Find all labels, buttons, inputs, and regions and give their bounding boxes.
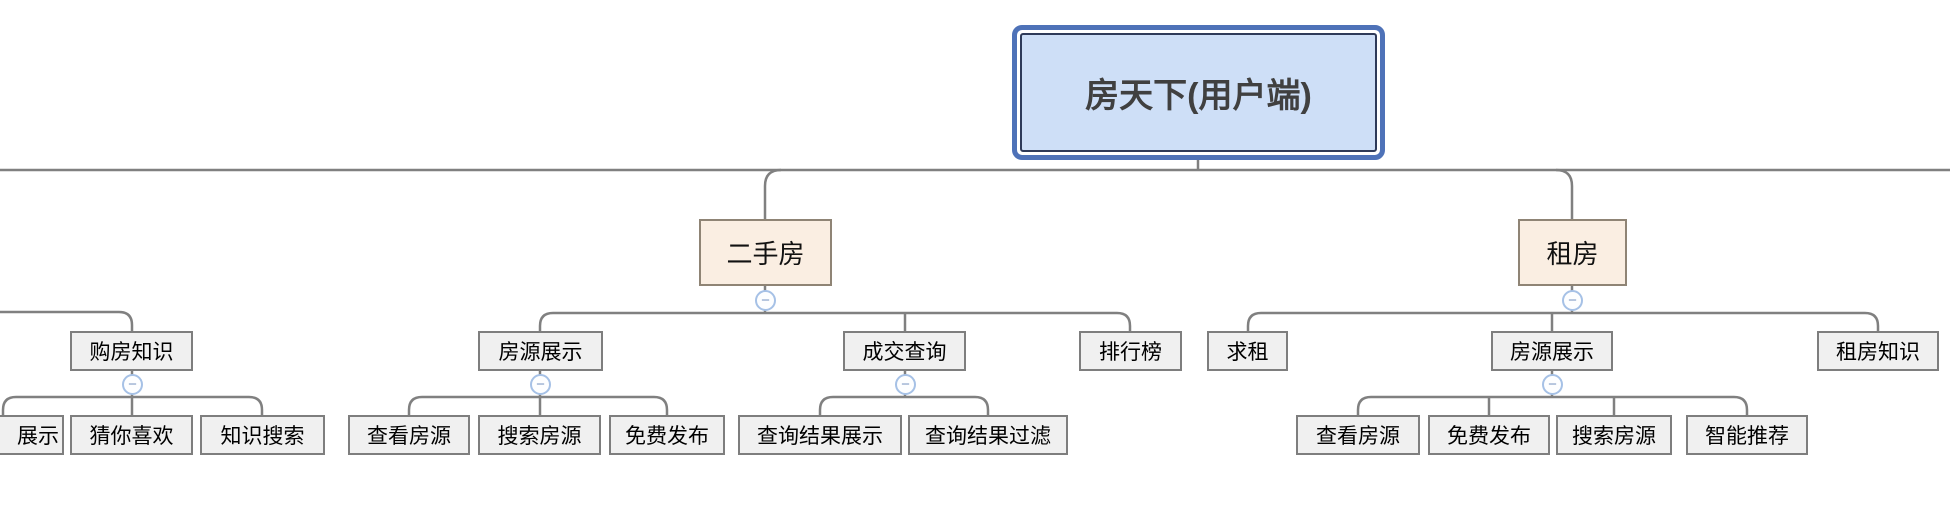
node-sousuofangyuan-ershoufang[interactable]: 搜索房源 (478, 415, 601, 455)
node-zufangzhishi-label: 租房知识 (1836, 341, 1920, 364)
node-ershoufang-label: 二手房 (726, 239, 805, 269)
node-mianfeifabu-ershoufang[interactable]: 免费发布 (609, 415, 725, 455)
node-zhanshi-clipped[interactable]: 展示 (0, 415, 64, 455)
node-chengjiaochaxun[interactable]: 成交查询 (843, 331, 966, 371)
node-sousuofangyuan-zufang-label: 搜索房源 (1572, 425, 1656, 448)
collapse-minus-icon-fangyuanzhanshi-zufang[interactable]: − (1542, 374, 1563, 395)
connector-ershoufang-drop (763, 168, 782, 219)
node-zufangzhishi[interactable]: 租房知识 (1817, 331, 1939, 371)
node-cainixihuan[interactable]: 猜你喜欢 (70, 415, 193, 455)
node-fangyuanzhanshi-ershoufang[interactable]: 房源展示 (478, 331, 603, 371)
connector-fyzs-esf-children-bus (407, 395, 669, 415)
node-ershoufang[interactable]: 二手房 (699, 219, 832, 286)
node-goufangzhishi-label: 购房知识 (89, 341, 174, 364)
node-chaxunjieguozhanshi[interactable]: 查询结果展示 (738, 415, 902, 455)
node-chakanfangyuan-zufang[interactable]: 查看房源 (1296, 415, 1420, 455)
collapse-minus-icon-zufang[interactable]: − (1562, 290, 1583, 311)
connector-goufangzhishi-bus (0, 310, 134, 331)
node-chaxunjieguozhanshi-label: 查询结果展示 (757, 425, 883, 448)
node-zufang[interactable]: 租房 (1518, 219, 1627, 286)
node-sousuofangyuan-zufang[interactable]: 搜索房源 (1556, 415, 1672, 455)
collapse-minus-icon-fangyuanzhanshi-ershoufang[interactable]: − (530, 374, 551, 395)
root-node-label: 房天下(用户端) (1020, 33, 1377, 152)
node-chakanfangyuan-ershoufang[interactable]: 查看房源 (348, 415, 470, 455)
node-fangyuanzhanshi-ershoufang-label: 房源展示 (498, 341, 583, 364)
node-zhanshi-clipped-label: 展示 (17, 425, 59, 448)
node-mianfeifabu-zufang[interactable]: 免费发布 (1428, 415, 1550, 455)
node-chaxunjieguoguolv[interactable]: 查询结果过滤 (908, 415, 1068, 455)
node-goufangzhishi[interactable]: 购房知识 (70, 331, 193, 371)
connector-zufang-drop (1555, 168, 1574, 219)
node-zhinengtuijian[interactable]: 智能推荐 (1686, 415, 1808, 455)
connector-chengjiaochaxun-children-bus (818, 395, 990, 415)
node-chakanfangyuan-ershoufang-label: 查看房源 (367, 425, 451, 448)
node-fangyuanzhanshi-zufang[interactable]: 房源展示 (1491, 331, 1613, 371)
node-zhinengtuijian-label: 智能推荐 (1705, 425, 1789, 448)
node-paihangbang[interactable]: 排行榜 (1079, 331, 1182, 371)
node-chakanfangyuan-zufang-label: 查看房源 (1316, 425, 1400, 448)
collapse-minus-icon-chengjiaochaxun[interactable]: − (895, 374, 916, 395)
collapse-minus-icon-goufangzhishi[interactable]: − (122, 374, 143, 395)
node-qiuzu-label: 求租 (1226, 341, 1269, 364)
node-mianfeifabu-zufang-label: 免费发布 (1447, 425, 1531, 448)
node-qiuzu[interactable]: 求租 (1207, 331, 1288, 371)
node-paihangbang-label: 排行榜 (1099, 341, 1162, 364)
node-fangyuanzhanshi-zufang-label: 房源展示 (1510, 341, 1594, 364)
root-node[interactable]: 房天下(用户端) (1012, 25, 1385, 160)
connector-ershoufang-children-bus (538, 311, 1132, 331)
node-zhishisousuo-label: 知识搜索 (220, 425, 305, 448)
node-zhishisousuo[interactable]: 知识搜索 (200, 415, 325, 455)
node-chaxunjieguoguolv-label: 查询结果过滤 (925, 425, 1051, 448)
node-zufang-label: 租房 (1546, 239, 1599, 269)
connector-zufang-children-bus (1246, 311, 1880, 331)
collapse-minus-icon-ershoufang[interactable]: − (755, 290, 776, 311)
node-cainixihuan-label: 猜你喜欢 (89, 425, 174, 448)
node-mianfeifabu-ershoufang-label: 免费发布 (625, 425, 709, 448)
node-sousuofangyuan-ershoufang-label: 搜索房源 (497, 425, 582, 448)
connector-fyzs-zf-children-bus (1356, 395, 1749, 415)
node-chengjiaochaxun-label: 成交查询 (862, 341, 947, 364)
